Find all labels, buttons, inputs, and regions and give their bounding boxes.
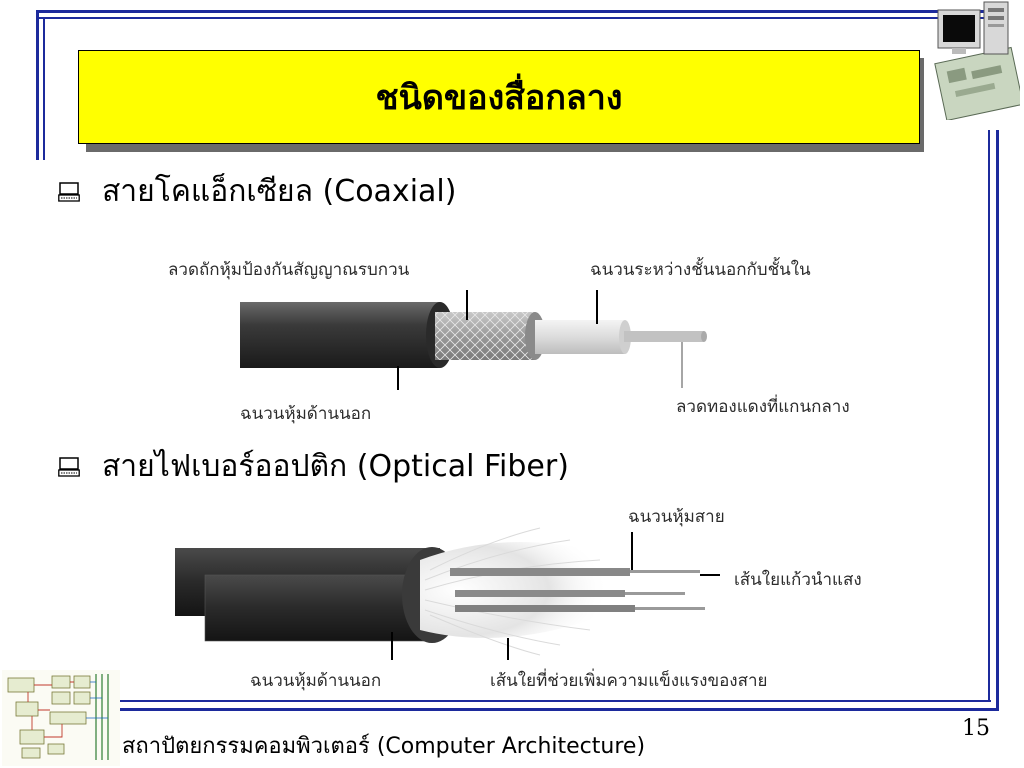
footer-course-title: สถาปัตยกรรมคอมพิวเตอร์ (Computer Archite… [122, 734, 646, 759]
computer-bullet-icon [58, 181, 80, 202]
frame-top-line [36, 10, 996, 13]
bullet-coaxial: สายโคแอ็กเซียล (Coaxial) [58, 168, 456, 215]
frame-bottom-line-inner [110, 700, 991, 702]
frame-right-line [996, 130, 999, 710]
coaxial-cable-diagram [240, 290, 707, 390]
computer-bullet-icon [58, 456, 80, 477]
label-dielectric: ฉนวนระหว่างชั้นนอกกับชั้นใน [590, 260, 811, 280]
label-cladding: ฉนวนหุ้มสาย [628, 507, 725, 527]
label-strength-fiber: เส้นใยที่ช่วยเพิ่มความแข็งแรงของสาย [490, 671, 768, 691]
computer-logo-icon [934, 1, 1020, 120]
label-shield: ลวดถักหุ้มป้องกันสัญญาณรบกวน [168, 260, 410, 280]
bullet-text: สายไฟเบอร์ออปติก (Optical Fiber) [102, 449, 569, 484]
frame-bottom-line [110, 708, 999, 711]
bullet-optical-fiber: สายไฟเบอร์ออปติก (Optical Fiber) [58, 443, 569, 490]
frame-left-line [36, 10, 39, 160]
frame-top-line-inner [36, 17, 996, 19]
frame-right-line-inner [988, 130, 990, 702]
system-diagram-logo-icon [2, 670, 120, 766]
label-fiber-core: เส้นใยแก้วนำแสง [734, 570, 862, 590]
label-core: ลวดทองแดงที่แกนกลาง [676, 397, 850, 417]
page-title: ชนิดของสื่อกลาง [375, 78, 623, 118]
page-number: 15 [962, 716, 990, 741]
bullet-text: สายโคแอ็กเซียล (Coaxial) [102, 174, 457, 209]
frame-left-line-inner [43, 17, 45, 160]
optical-fiber-diagram [175, 527, 720, 660]
label-outer-jacket: ฉนวนหุ้มด้านนอก [240, 404, 372, 424]
title-box: ชนิดของสื่อกลาง [78, 50, 920, 144]
label-fiber-outer-jacket: ฉนวนหุ้มด้านนอก [250, 671, 382, 691]
